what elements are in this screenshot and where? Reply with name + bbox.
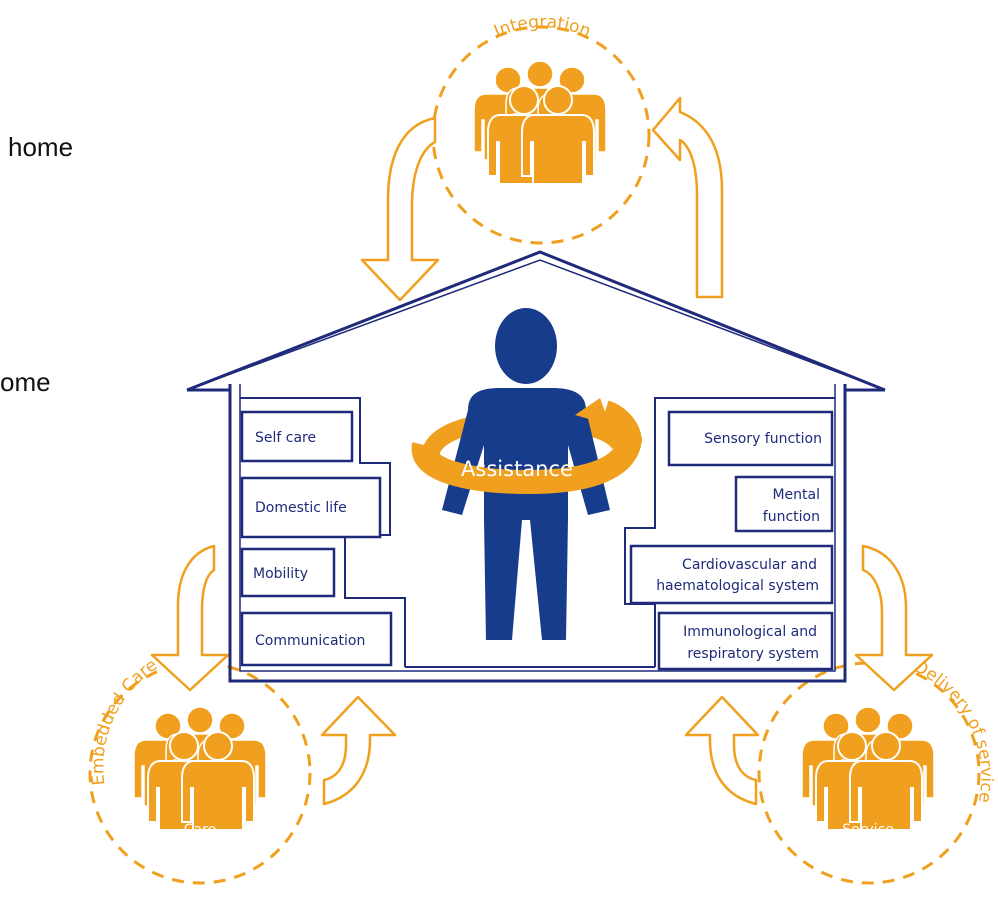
label-domestic-life: Domestic life — [255, 500, 347, 516]
care-label-2: giver — [182, 842, 218, 858]
assistance-arrowhead-icon — [575, 398, 610, 425]
service-label-1: Service — [842, 822, 894, 838]
assistance-label: Assistance — [461, 457, 573, 481]
assistance-ring-front — [411, 400, 643, 495]
label-mental-2: function — [763, 509, 820, 525]
box-communication — [240, 611, 393, 667]
box-self-care — [240, 410, 354, 463]
house-roof — [186, 250, 886, 392]
arrow-care-to-home — [320, 695, 397, 806]
label-immuno-2: respiratory system — [687, 646, 819, 662]
label-immuno-1: Immunological and — [683, 624, 817, 640]
arrow-service-to-home — [684, 695, 760, 806]
care-giver-circle — [88, 661, 312, 885]
side-text-home: home — [8, 132, 74, 162]
arrow-social-to-home — [360, 116, 440, 302]
social-label-1: Social — [519, 190, 561, 206]
care-label-1: Care — [184, 822, 216, 838]
box-immunological — [657, 611, 834, 671]
house-walls — [228, 384, 847, 683]
box-mobility — [240, 547, 336, 598]
label-self-care: Self care — [255, 430, 316, 446]
box-cardiovascular — [629, 544, 834, 605]
arrow-home-to-service — [854, 544, 934, 692]
integration-arc-label: Integration — [491, 12, 594, 42]
service-label-2: provider — [839, 842, 898, 858]
social-label-2: network — [512, 210, 570, 226]
box-domestic-life — [240, 476, 382, 539]
label-sensory: Sensory function — [704, 431, 822, 447]
central-person-icon — [442, 308, 610, 640]
label-cardio-1: Cardiovascular and — [682, 557, 817, 573]
box-sensory-function — [667, 410, 834, 467]
service-provider-group-icon — [802, 707, 934, 830]
box-mental-function — [734, 475, 834, 533]
side-text-ome: ome — [0, 367, 51, 397]
arrow-home-to-social — [651, 96, 724, 299]
label-communication: Communication — [255, 633, 365, 649]
care-giver-group-icon — [134, 707, 266, 830]
service-provider-circle — [757, 661, 981, 885]
social-network-group-icon — [474, 61, 606, 184]
arrow-home-to-care — [150, 544, 230, 692]
label-mobility: Mobility — [253, 566, 308, 582]
label-cardio-2: haematological system — [656, 578, 819, 594]
label-mental-1: Mental — [772, 487, 820, 503]
